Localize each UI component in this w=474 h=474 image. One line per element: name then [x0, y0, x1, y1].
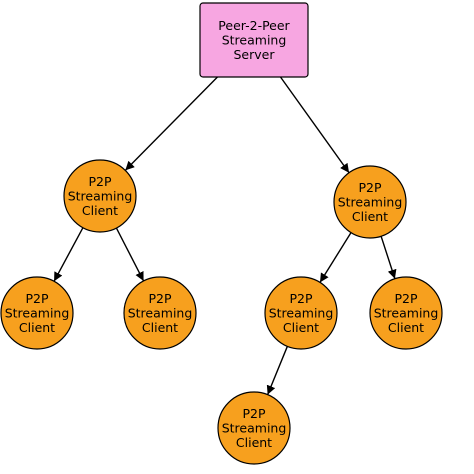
client-circle-client-1	[63, 159, 137, 233]
client-2-label-line-1: P2P	[358, 180, 381, 195]
client-circle-client-2-1-1	[217, 391, 291, 465]
client-1-2-label-line-1: P2P	[148, 291, 171, 306]
client-2-1-label-line-1: P2P	[289, 291, 312, 306]
client-2-label-line-3: Client	[352, 209, 388, 224]
client-1-label-line-3: Client	[82, 203, 118, 218]
client-2-2-label-line-2: Streaming	[374, 306, 439, 321]
edge-client-2-to-client-2-2	[380, 236, 397, 279]
client-1-label-line-1: P2P	[88, 174, 111, 189]
server-label-line-1: Peer-2-Peer	[218, 18, 290, 33]
server-label-line-2: Streaming	[222, 33, 287, 48]
client-2-2-label-line-3: Client	[388, 320, 424, 335]
client-circle-client-1-2	[123, 276, 197, 350]
client-1-label-line-2: Streaming	[68, 189, 133, 204]
edge-client-1-to-client-1-2	[115, 227, 145, 282]
edge-server-to-client-2	[279, 76, 350, 174]
server-box	[199, 2, 309, 78]
client-2-1-1-label-line-3: Client	[236, 435, 272, 450]
client-circle-client-2-1	[264, 276, 338, 350]
client-2-1-1-label-line-1: P2P	[242, 406, 265, 421]
client-circle-client-2-2	[369, 276, 443, 350]
edge-server-to-client-1	[124, 76, 218, 171]
client-2-label-line-2: Streaming	[338, 195, 403, 210]
client-2-1-label-line-2: Streaming	[269, 306, 334, 321]
client-2-1-1-label-line-2: Streaming	[222, 421, 287, 436]
client-1-1-label-line-2: Streaming	[5, 306, 70, 321]
edge-client-2-1-to-client-2-1-1	[266, 346, 289, 395]
edges	[53, 76, 397, 395]
client-circle-client-2	[333, 165, 407, 239]
client-1-2-label-line-3: Client	[142, 320, 178, 335]
client-1-1-label-line-1: P2P	[25, 291, 48, 306]
server-label-line-3: Server	[234, 47, 276, 62]
client-circle-client-1-1	[0, 276, 74, 350]
nodes: Peer-2-PeerStreamingServerP2PStreamingCl…	[0, 2, 443, 465]
client-2-1-label-line-3: Client	[283, 320, 319, 335]
edge-client-1-to-client-1-1	[53, 227, 84, 282]
client-1-2-label-line-2: Streaming	[128, 306, 193, 321]
client-2-2-label-line-1: P2P	[394, 291, 417, 306]
client-1-1-label-line-3: Client	[19, 320, 55, 335]
edge-client-2-to-client-2-1	[319, 232, 352, 283]
